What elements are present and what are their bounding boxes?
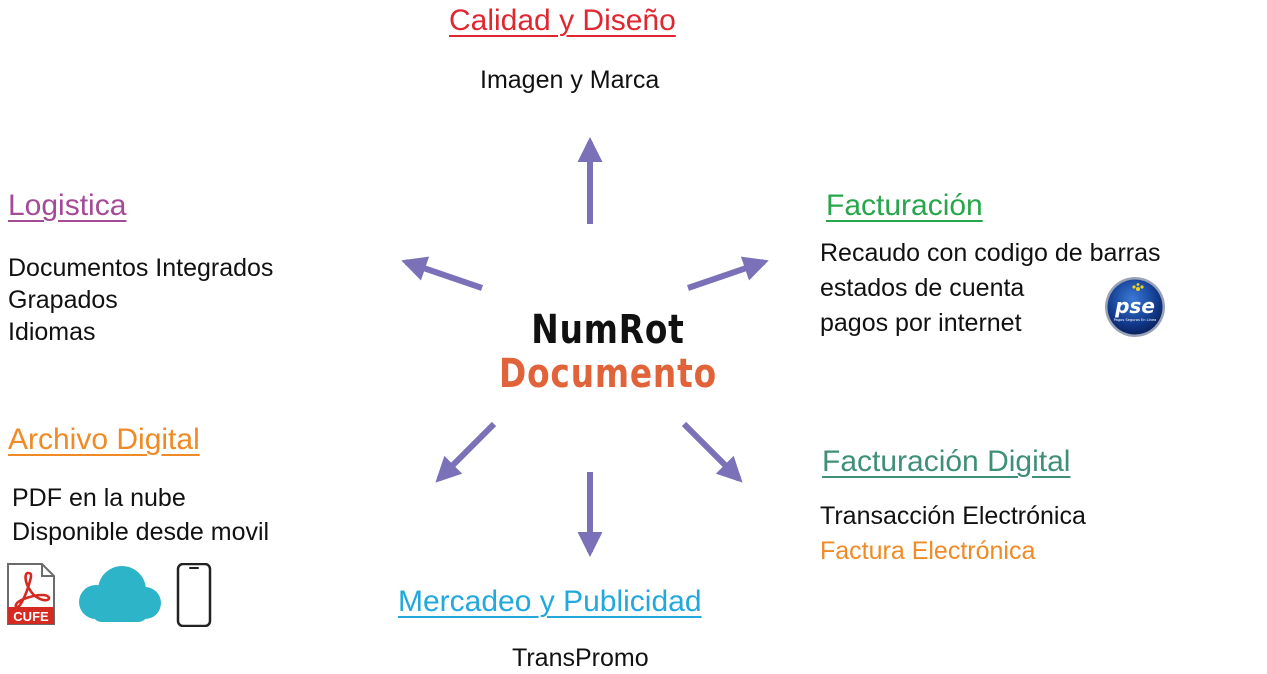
mercadeo-item: TransPromo — [512, 644, 649, 672]
logistica-item: Documentos Integrados — [8, 254, 274, 282]
pse-small-text: Pagos Seguros En Línea — [1114, 318, 1157, 322]
arrow-up-left — [401, 256, 483, 291]
center-label: NumRot Documento — [493, 308, 723, 396]
calidad-title: Calidad y Diseño — [449, 4, 676, 37]
smartphone-icon — [176, 563, 212, 627]
arrow-up-right — [687, 256, 769, 291]
logistica-item: Idiomas — [8, 318, 96, 346]
logistica-title: Logistica — [8, 189, 127, 222]
center-line-2: Documento — [499, 351, 717, 397]
cloud-icon — [79, 566, 161, 622]
facturacion-digital-item: Transacción Electrónica — [820, 502, 1086, 530]
facturacion-item: Recaudo con codigo de barras — [820, 239, 1161, 267]
facturacion-title: Facturación — [826, 189, 983, 222]
archivo-item: PDF en la nube — [12, 484, 186, 512]
mercadeo-title: Mercadeo y Publicidad — [398, 585, 702, 618]
facturacion-digital-item: Factura Electrónica — [820, 537, 1036, 565]
archivo-title: Archivo Digital — [8, 423, 200, 456]
pdf-label: CUFE — [13, 609, 49, 624]
logistica-item: Grapados — [8, 286, 118, 314]
pdf-icon: CUFE — [7, 563, 55, 625]
facturacion-item: estados de cuenta — [820, 274, 1025, 302]
arrow-down-left — [435, 421, 497, 483]
calidad-item: Imagen y Marca — [480, 66, 660, 94]
facturacion-digital-title: Facturación Digital — [822, 445, 1071, 478]
pse-logo-icon: pse Pagos Seguros En Línea — [1105, 277, 1165, 337]
arrow-down-right — [681, 421, 743, 483]
pse-logo-text: pse — [1114, 294, 1155, 318]
center-line-1: NumRot — [531, 307, 685, 353]
archivo-item: Disponible desde movil — [12, 518, 270, 546]
facturacion-item: pagos por internet — [820, 309, 1022, 337]
